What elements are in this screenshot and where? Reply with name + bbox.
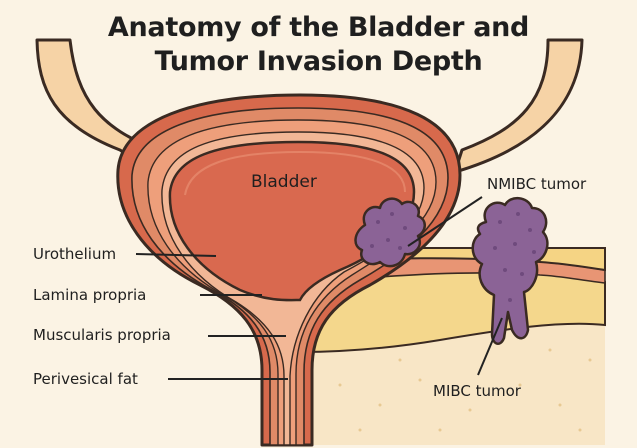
label-mibc-tumor: MIBC tumor bbox=[433, 382, 521, 400]
label-perivesical-fat: Perivesical fat bbox=[33, 370, 138, 388]
nmibc-tumor bbox=[354, 197, 426, 268]
page-title-line-1: Anatomy of the Bladder and bbox=[107, 12, 530, 43]
nmibc-tumor-shape bbox=[354, 197, 426, 268]
leader-nmibc-tumor bbox=[407, 196, 483, 247]
bladder-body bbox=[116, 93, 462, 447]
right-ureter bbox=[453, 38, 584, 174]
leader-lines bbox=[135, 196, 503, 380]
bladder-lumen bbox=[168, 140, 416, 302]
mibc-tumor bbox=[471, 197, 549, 346]
mibc-texture bbox=[493, 212, 536, 302]
label-bladder: Bladder bbox=[251, 172, 317, 192]
leader-mibc-tumor bbox=[477, 317, 503, 376]
label-lamina-propria: Lamina propria bbox=[33, 286, 147, 304]
page-title-line-2: Tumor Invasion Depth bbox=[154, 46, 483, 77]
lumen-highlight bbox=[184, 150, 406, 196]
label-muscularis-propria: Muscularis propria bbox=[33, 326, 171, 344]
mibc-tumor-shape bbox=[471, 197, 549, 346]
fat-texture bbox=[338, 348, 592, 432]
label-nmibc-tumor: NMIBC tumor bbox=[487, 175, 587, 193]
label-urothelium: Urothelium bbox=[33, 245, 117, 263]
leader-urothelium bbox=[135, 253, 217, 257]
nmibc-texture bbox=[370, 212, 407, 250]
